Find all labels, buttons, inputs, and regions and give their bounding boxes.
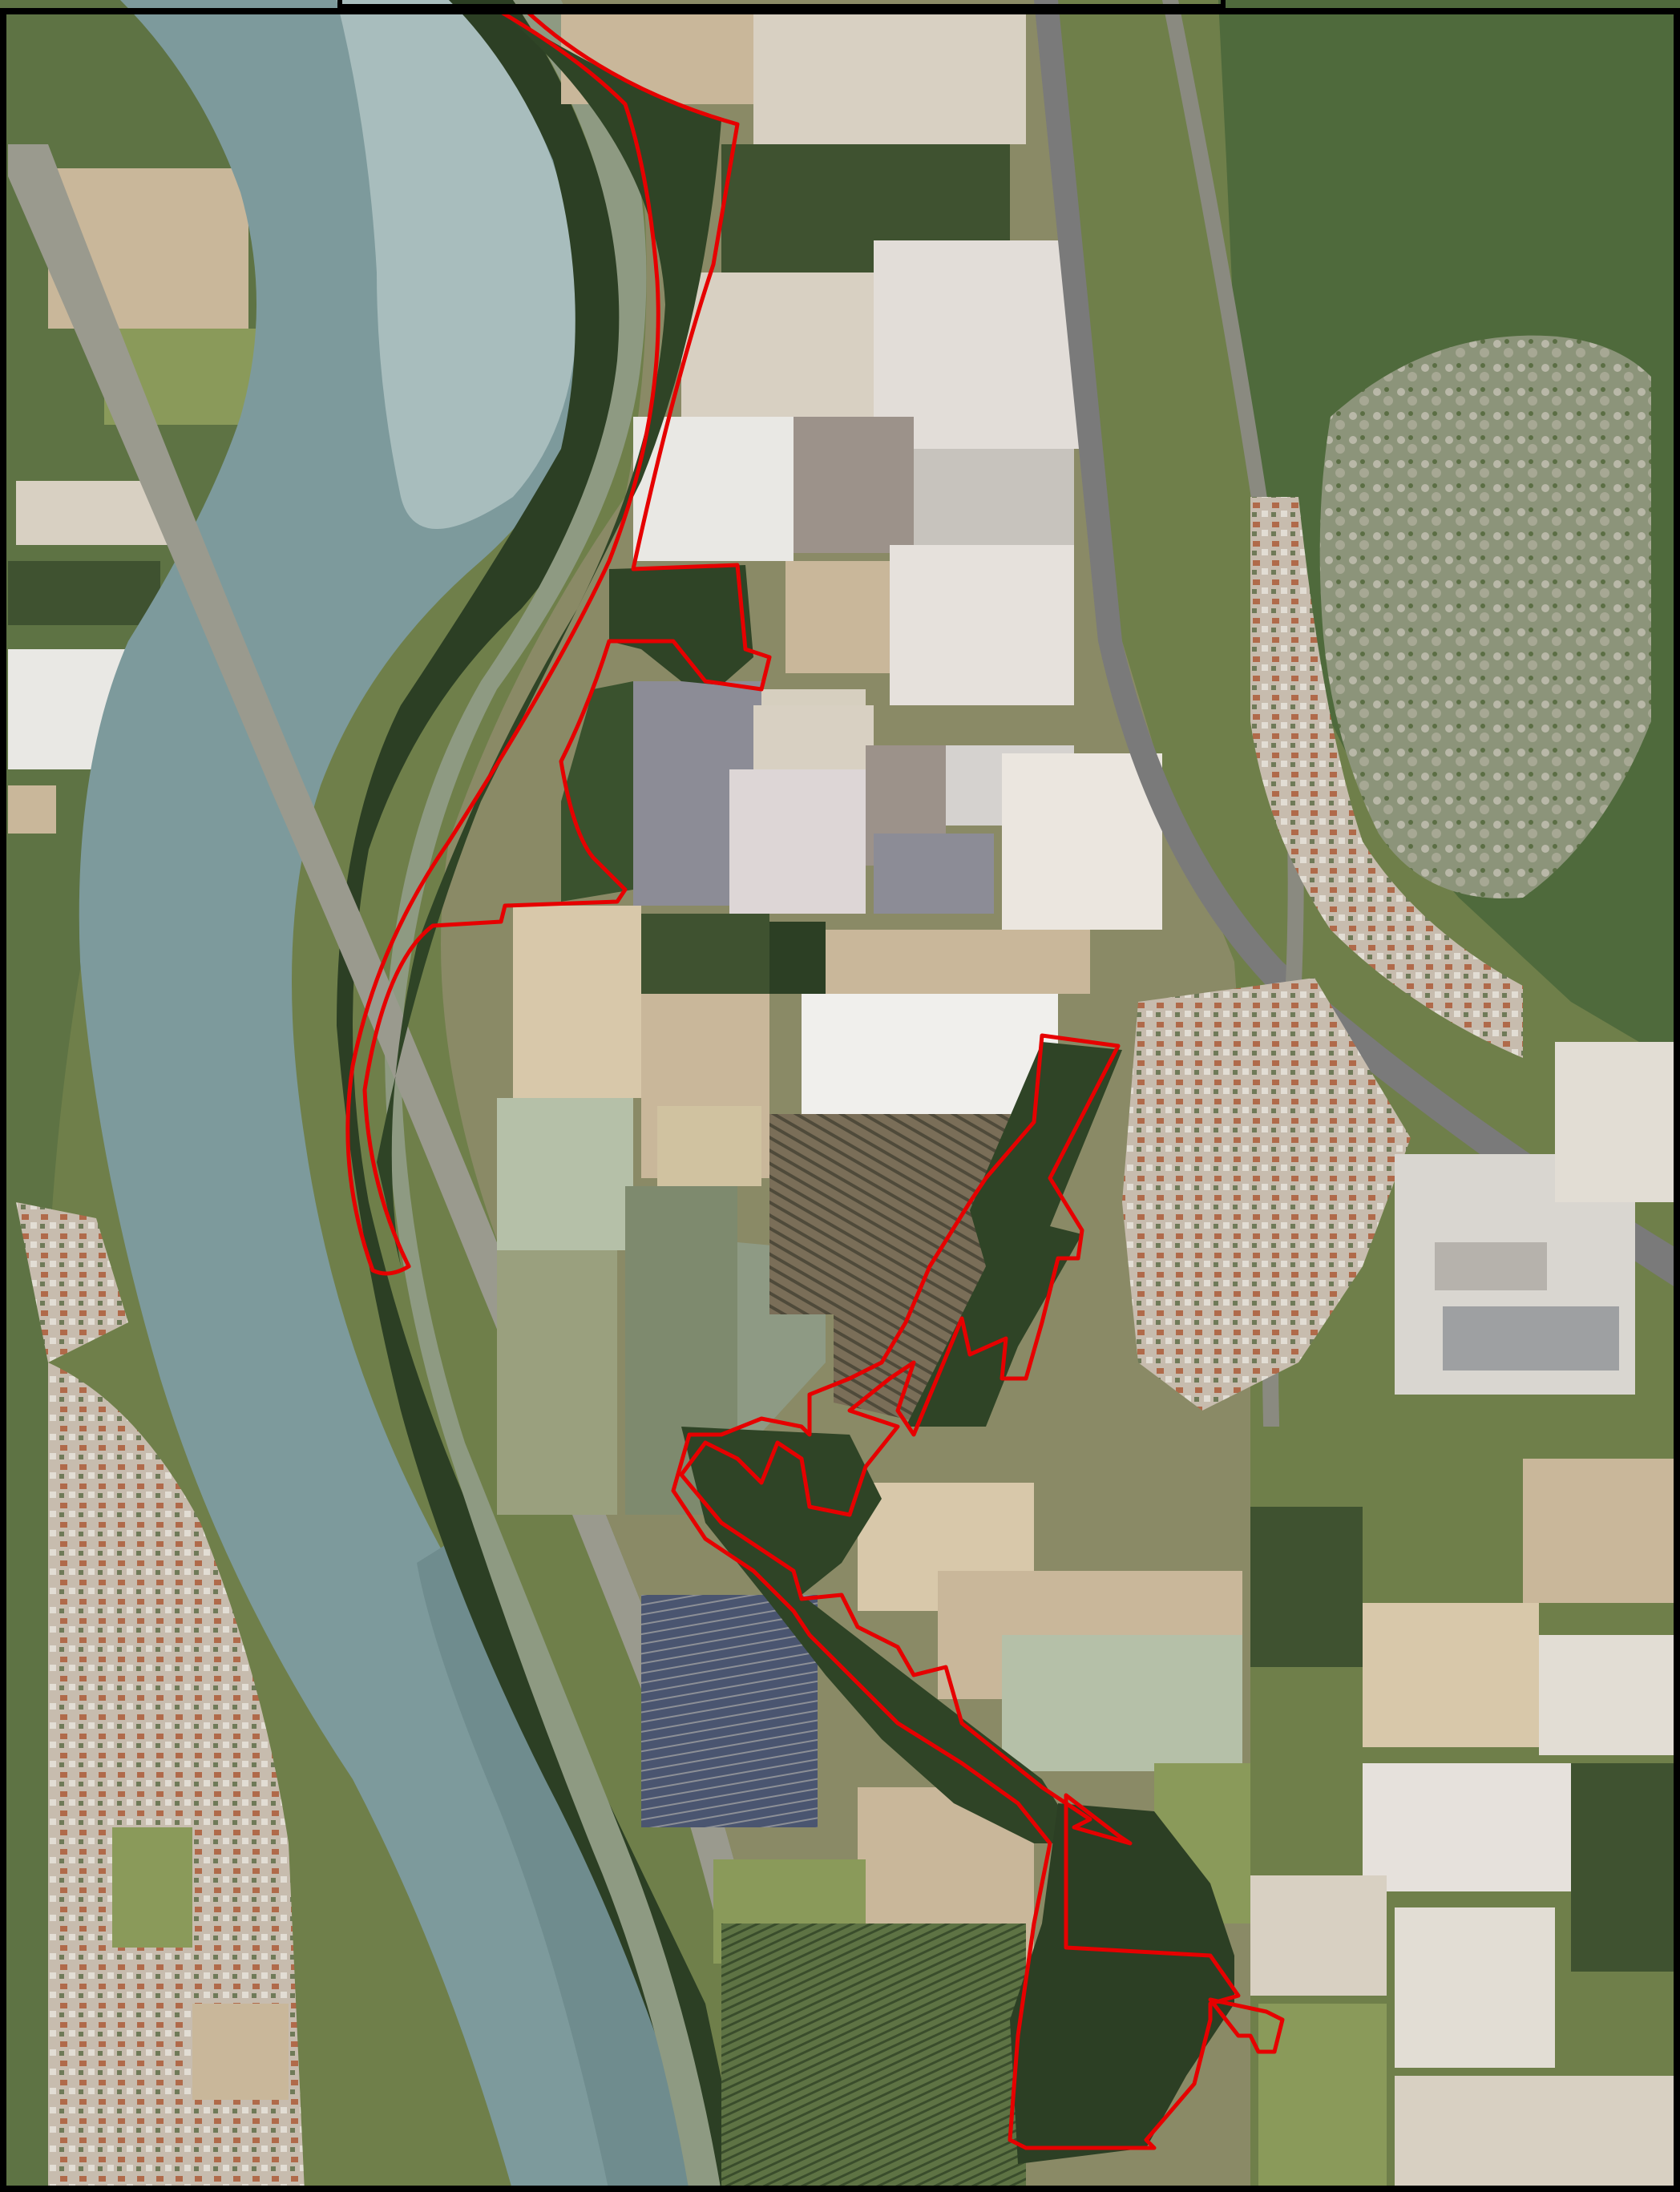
field-c29 [497, 1250, 617, 1515]
field-c34 [1002, 1635, 1242, 1771]
field-c5 [681, 272, 874, 417]
village-west [48, 1362, 305, 2192]
field-se3 [1539, 1635, 1680, 1755]
river [79, 0, 705, 2192]
field-c17 [1002, 753, 1162, 930]
field-se10 [1395, 2076, 1680, 2192]
perimeter-north [345, 7, 772, 1276]
field-c26 [657, 1106, 761, 1186]
site-perimeter [345, 7, 1285, 2150]
mountain-area [1218, 0, 1680, 1066]
field-c20 [641, 914, 769, 994]
field-se5 [1363, 1763, 1571, 1891]
river-highlight [337, 0, 578, 529]
railway [8, 144, 802, 2192]
field-c8 [914, 449, 1074, 545]
solar-farm [641, 1595, 818, 1827]
field-c4 [874, 240, 1082, 449]
field-c13 [753, 705, 874, 777]
field-se2 [1363, 1603, 1539, 1747]
town-centre [1122, 978, 1411, 1411]
field-e1 [1555, 1042, 1680, 1202]
village-east [1250, 497, 1523, 1058]
field-c10 [890, 545, 1074, 705]
vineyard-1 [721, 1924, 1026, 2192]
rock-outcrop [1319, 335, 1651, 899]
field-se8 [1395, 1907, 1555, 2068]
riparian-forest [337, 0, 745, 2192]
field-se1 [1523, 1459, 1680, 1603]
field-c6 [633, 417, 794, 561]
field-c7 [794, 417, 914, 553]
field-c21 [769, 922, 826, 994]
field-west-8 [192, 2004, 289, 2100]
field-se4 [1250, 1507, 1363, 1667]
highway [1034, 0, 1680, 1290]
field-west-6 [8, 785, 56, 834]
perimeter-annex [1208, 1997, 1285, 2054]
field-c2 [753, 8, 1026, 144]
field-c22 [826, 930, 1090, 994]
field-west-7 [112, 1827, 192, 1948]
field-west-4 [8, 561, 160, 625]
field-se7 [1250, 1875, 1387, 1996]
field-c23 [802, 994, 1058, 1114]
southeast-fields [1154, 1427, 1680, 2192]
map-border [0, 8, 1680, 2192]
central-fields [441, 0, 1250, 2192]
field-c25 [497, 1098, 633, 1250]
perimeter-south [671, 1033, 1241, 2150]
field-c18 [874, 834, 994, 914]
field-c9 [785, 561, 890, 673]
field-c14 [729, 769, 866, 914]
field-se6 [1571, 1763, 1680, 1972]
field-c19 [513, 906, 641, 1098]
